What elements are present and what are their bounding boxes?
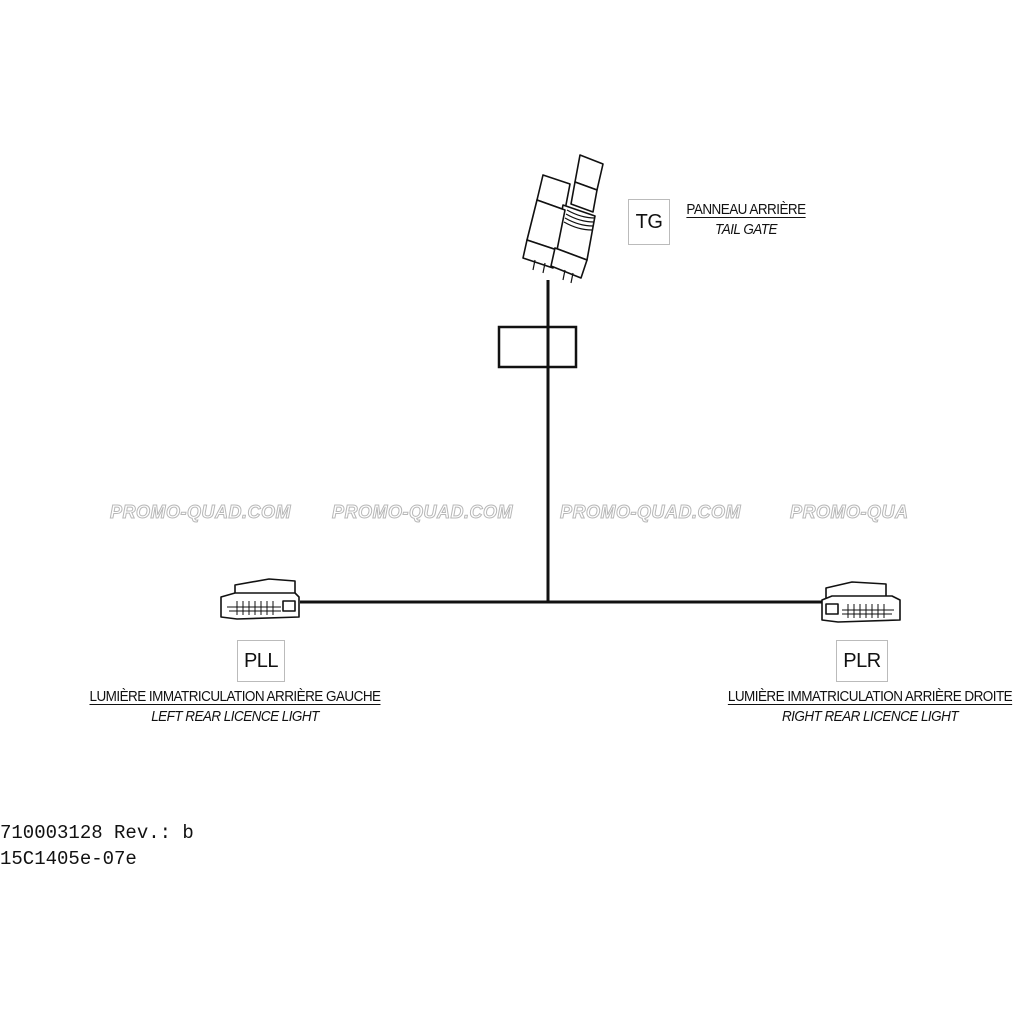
flat-connector-icon xyxy=(821,581,901,623)
watermark: PROMO-QUA xyxy=(790,502,909,523)
label-fr-tg: PANNEAU ARRIÈRE xyxy=(686,201,806,218)
connector-label-pll: LUMIÈRE IMMATRICULATION ARRIÈRE GAUCHE L… xyxy=(62,687,408,727)
connector-code-pll: PLL xyxy=(237,640,285,682)
watermark: PROMO-QUAD.COM xyxy=(332,502,514,523)
label-en-pll: LEFT REAR LICENCE LIGHT xyxy=(151,708,319,725)
connector-label-plr: LUMIÈRE IMMATRICULATION ARRIÈRE DROITE R… xyxy=(700,687,1022,727)
watermark: PROMO-QUAD.COM xyxy=(110,502,292,523)
sealed-connector-icon xyxy=(522,154,604,284)
label-en-plr: RIGHT REAR LICENCE LIGHT xyxy=(781,708,959,725)
drawing-code: 15C1405e-07e xyxy=(0,848,137,870)
wire-sleeve xyxy=(497,325,578,369)
flat-connector-icon xyxy=(220,578,300,620)
label-fr-pll: LUMIÈRE IMMATRICULATION ARRIÈRE GAUCHE xyxy=(89,688,381,705)
label-fr-plr: LUMIÈRE IMMATRICULATION ARRIÈRE DROITE xyxy=(727,688,1013,705)
connector-label-tg: PANNEAU ARRIÈRE TAIL GATE xyxy=(672,200,820,240)
watermark: PROMO-QUAD.COM xyxy=(560,502,742,523)
connector-code-tg: TG xyxy=(628,199,670,245)
part-number: 710003128 Rev.: b xyxy=(0,822,194,844)
connector-code-plr: PLR xyxy=(836,640,888,682)
label-en-tg: TAIL GATE xyxy=(715,221,777,238)
